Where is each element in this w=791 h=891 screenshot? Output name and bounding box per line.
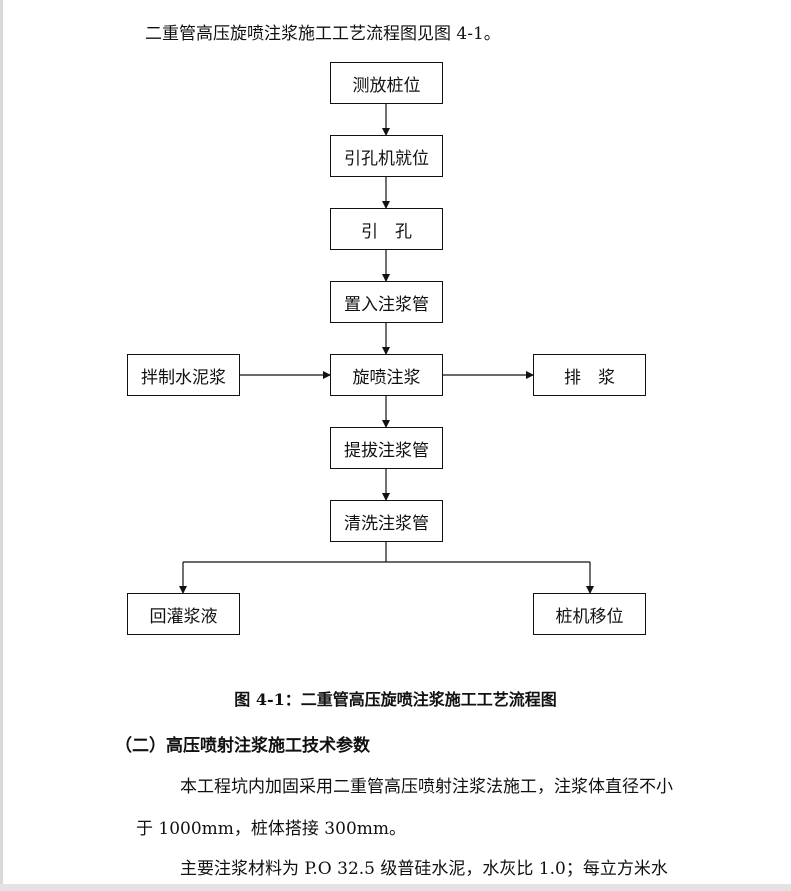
figure-caption: 图 4-1：二重管高压旋喷注浆施工工艺流程图 [234,690,557,709]
flow-step-insert-pipe: 置入注浆管 [330,281,443,323]
flowchart-connectors [179,104,594,594]
paragraph-line: 本工程坑内加固采用二重管高压喷射注浆法施工，注浆体直径不小 [180,777,673,797]
flow-step-clean-pipe: 清洗注浆管 [330,500,443,542]
intro-text: 二重管高压旋喷注浆施工工艺流程图见图 4-1。 [145,24,501,44]
flow-side-discharge: 排 浆 [533,354,646,396]
flow-step-rig-position: 引孔机就位 [330,135,443,177]
section-heading: （二）高压喷射注浆施工技术参数 [115,736,370,756]
page-left-edge [0,0,3,891]
flow-side-mix-slurry: 拌制水泥浆 [127,354,240,396]
paragraph-line: 主要注浆材料为 P.O 32.5 级普硅水泥，水灰比 1.0；每立方米水 [180,859,668,879]
paragraph-line: 于 1000mm，桩体搭接 300mm。 [136,819,406,839]
flow-step-extract-pipe: 提拔注浆管 [330,427,443,469]
flow-branch-move-rig: 桩机移位 [533,593,646,635]
page-bottom-edge [0,884,791,891]
flow-step-jet-grouting: 旋喷注浆 [330,354,443,396]
flow-step-survey: 测放桩位 [330,62,443,104]
flow-step-pilot-hole: 引 孔 [330,208,443,250]
flow-branch-refill: 回灌浆液 [127,593,240,635]
